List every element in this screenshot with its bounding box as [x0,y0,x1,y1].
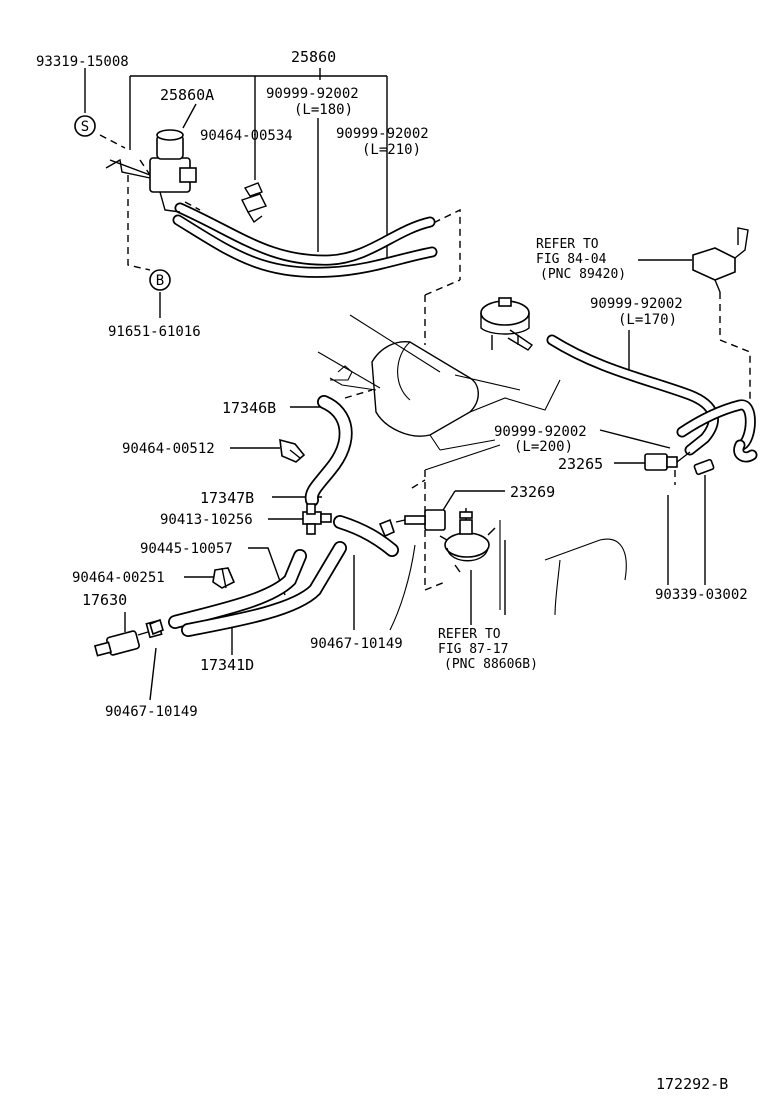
label-refer-87-line3: (PNC 88606B) [444,657,538,672]
clip-90467-10149-a [378,518,395,538]
clip-90464-00512 [279,438,306,463]
valve-23269 [395,509,446,531]
label-refer-87-line1: REFER TO [438,627,501,642]
label-90445-10057: 90445-10057 [140,541,233,557]
label-90999-92002-180: 90999-92002 [266,86,359,102]
label-90413-10256: 90413-10256 [160,512,253,528]
label-25860A: 25860A [160,86,214,104]
label-17341D: 17341D [200,656,254,674]
label-91651-61016: 91651-61016 [108,324,201,340]
label-length-170: (L=170) [618,312,677,328]
label-90464-00251: 90464-00251 [72,570,165,586]
clip-90464-00251 [212,567,236,589]
plug-90339-03002 [693,458,715,476]
label-length-180: (L=180) [294,102,353,118]
label-93319-15008: 93319-15008 [36,54,129,70]
screw-mark: S [74,115,96,137]
label-90999-92002-210: 90999-92002 [336,126,429,142]
bolt-mark: B [149,269,171,291]
vsv-25860A [105,129,197,213]
label-90999-92002-200: 90999-92002 [494,424,587,440]
label-90467-10149-b: 90467-10149 [105,704,198,720]
label-90464-00534: 90464-00534 [200,128,293,144]
label-23265: 23265 [558,455,603,473]
leader-lines [84,68,706,701]
label-refer-84-line1: REFER TO [536,237,599,252]
label-90464-00512: 90464-00512 [122,441,215,457]
label-90467-10149-a: 90467-10149 [310,636,403,652]
tee-90413-10256 [302,503,332,535]
bracket-fig84 [692,227,749,293]
clip-90464-00534 [241,182,267,224]
hose-set [168,202,758,637]
label-refer-84-line2: FIG 84-04 [536,252,607,267]
engine-outline [317,297,627,631]
label-17346B: 17346B [222,399,276,417]
label-25860: 25860 [291,48,336,66]
bolt-mark-label: B [156,273,164,289]
label-17630: 17630 [82,591,127,609]
label-90999-92002-170: 90999-92002 [590,296,683,312]
label-refer-84-line3: (PNC 89420) [540,267,626,282]
label-90339-03002: 90339-03002 [655,587,748,603]
sensor-23265 [644,451,691,471]
figure-code: 172292-B [656,1075,728,1093]
label-17347B: 17347B [200,489,254,507]
label-refer-87-line2: FIG 87-17 [438,642,508,657]
screw-mark-label: S [81,119,89,135]
clip-90467-10149-b [149,618,164,636]
label-length-210: (L=210) [362,142,421,158]
label-23269: 23269 [510,483,555,501]
actuator-fig87 [439,508,496,573]
label-length-200: (L=200) [514,439,573,455]
part-labels: 93319-15008 25860 25860A 90999-92002 (L=… [36,48,748,1093]
